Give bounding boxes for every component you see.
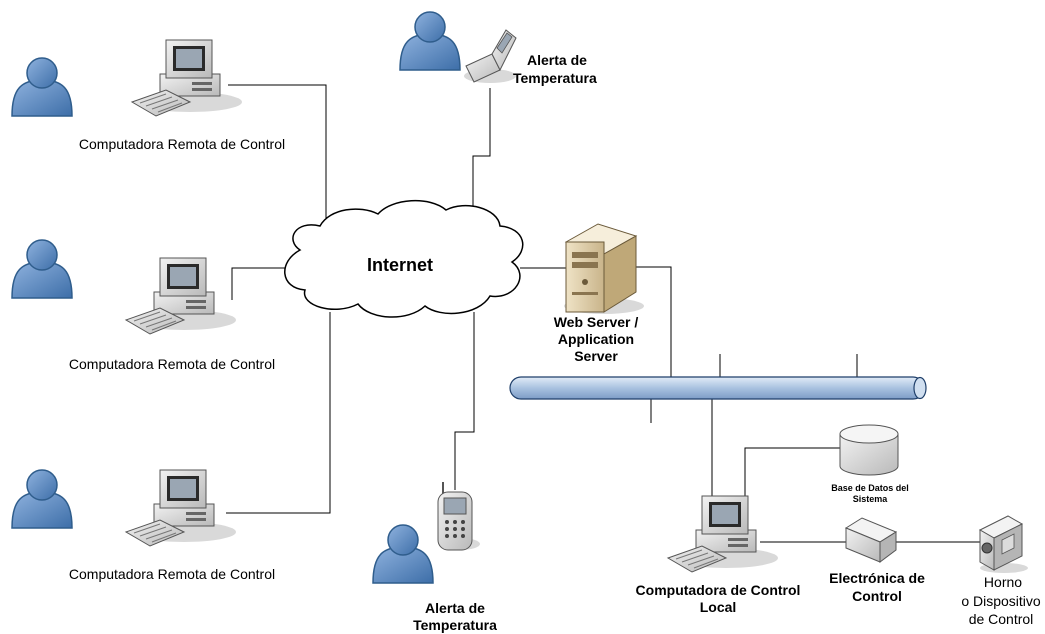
user-icon bbox=[372, 524, 434, 584]
temp-alert-bottom-line1: Alerta de bbox=[425, 600, 485, 616]
remote-computer-label: Computadora Remota de Control bbox=[68, 566, 276, 582]
temp-alert-top-line2: Temperatura bbox=[513, 70, 597, 86]
user-icon bbox=[399, 11, 461, 71]
electronics-label-line2: Control bbox=[852, 588, 902, 604]
link-alert-top bbox=[472, 88, 491, 230]
link-alert-bottom bbox=[454, 312, 475, 490]
server-icon bbox=[564, 223, 644, 314]
link-local-database bbox=[744, 447, 842, 498]
database-label-line2: Sistema bbox=[852, 494, 888, 504]
oven-label-line2: o Dispositivo bbox=[961, 593, 1041, 609]
bus-icon bbox=[509, 376, 927, 400]
server-label-line1: Web Server / bbox=[553, 314, 639, 330]
user-icon bbox=[11, 469, 73, 529]
computer-icon bbox=[667, 495, 779, 573]
remote-computer-label: Computadora Remota de Control bbox=[78, 136, 286, 152]
user-icon bbox=[11, 239, 73, 299]
electronics-label-line1: Electrónica de bbox=[829, 570, 925, 586]
link-remote-3 bbox=[226, 312, 331, 514]
server-label-line2: Application bbox=[557, 331, 635, 347]
user-icon bbox=[11, 57, 73, 117]
camera-icon bbox=[978, 515, 1028, 573]
cloud-icon bbox=[284, 199, 524, 318]
database-icon bbox=[839, 424, 899, 476]
temp-alert-top-line1: Alerta de bbox=[527, 52, 587, 68]
server-label-line3: Server bbox=[574, 348, 618, 364]
local-computer-label-line2: Local bbox=[699, 599, 737, 615]
link-remote-2 bbox=[231, 267, 290, 300]
database-label-line1: Base de Datos del bbox=[831, 483, 909, 493]
link-remote-1 bbox=[228, 84, 327, 230]
oven-label-line1: Horno bbox=[983, 574, 1023, 590]
internet-label: Internet bbox=[366, 255, 434, 275]
control-box-icon bbox=[844, 517, 898, 563]
computer-icon bbox=[131, 39, 243, 117]
computer-icon bbox=[125, 257, 237, 335]
computer-icon bbox=[125, 469, 237, 547]
cell-phone-icon bbox=[437, 481, 481, 551]
oven-label-line3: de Control bbox=[968, 611, 1034, 627]
flip-phone-icon bbox=[464, 29, 517, 83]
connection-lines bbox=[226, 84, 980, 543]
temp-alert-bottom-line2: Temperatura bbox=[413, 617, 497, 633]
link-server-bus bbox=[628, 266, 672, 378]
remote-computer-label: Computadora Remota de Control bbox=[68, 356, 276, 372]
local-computer-label-line1: Computadora de Control bbox=[635, 582, 801, 598]
